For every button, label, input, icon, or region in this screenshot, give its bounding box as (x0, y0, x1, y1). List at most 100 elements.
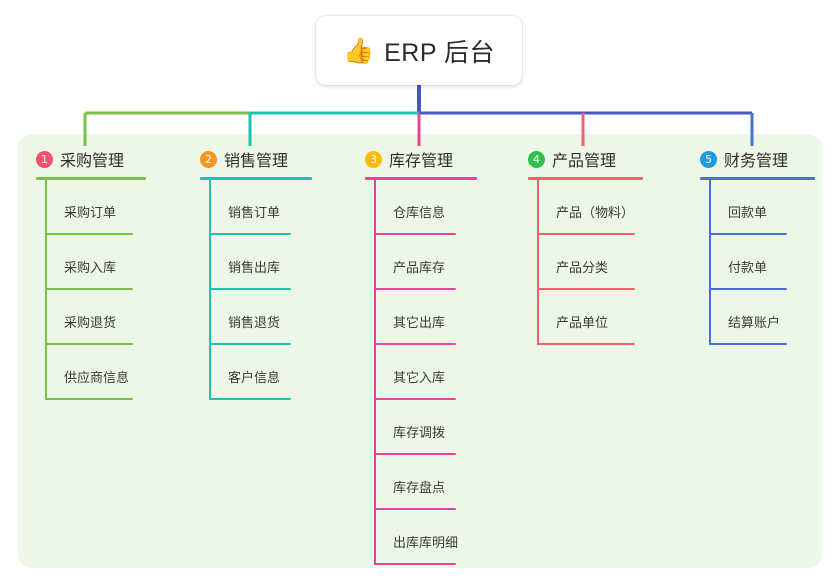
leaf-node-label: 采购退货 (64, 315, 117, 330)
leaf-node-label: 库存调拨 (393, 425, 446, 440)
leaf-underline (374, 398, 456, 400)
leaf-node-label: 产品分类 (556, 260, 609, 275)
branch-children: 采购订单采购入库采购退货供应商信息 (36, 180, 146, 400)
leaf-node-label: 客户信息 (228, 370, 281, 385)
leaf-node[interactable]: 库存盘点 (365, 455, 477, 510)
leaf-node-label: 回款单 (728, 205, 768, 220)
branch-children: 回款单付款单结算账户 (700, 180, 815, 345)
leaf-node-label: 产品单位 (556, 315, 609, 330)
leaf-node-label: 产品库存 (393, 260, 446, 275)
leaf-node-label: 其它出库 (393, 315, 446, 330)
root-node[interactable]: 👍 ERP 后台 (316, 16, 522, 85)
leaf-node-label: 销售出库 (228, 260, 281, 275)
leaf-node[interactable]: 其它入库 (365, 345, 477, 400)
leaf-node[interactable]: 销售订单 (200, 180, 312, 235)
leaf-node-label: 供应商信息 (64, 370, 130, 385)
branch-badge-4: 4 (528, 150, 545, 168)
branch-badge-3: 3 (365, 150, 382, 168)
leaf-node[interactable]: 付款单 (700, 235, 815, 290)
leaf-underline (45, 288, 133, 290)
leaf-node[interactable]: 回款单 (700, 180, 815, 235)
leaf-node[interactable]: 产品单位 (528, 290, 643, 345)
leaf-node[interactable]: 客户信息 (200, 345, 312, 400)
leaf-underline (209, 343, 291, 345)
branch-title: 采购管理 (60, 153, 125, 170)
branch-header-4[interactable]: 4 产品管理 (528, 146, 643, 172)
leaf-node-label: 结算账户 (728, 315, 781, 330)
branch-spine (537, 180, 539, 345)
branch-title: 财务管理 (724, 153, 789, 170)
leaf-underline (374, 343, 456, 345)
leaf-underline (209, 233, 291, 235)
root-node-label: ERP 后台 (384, 38, 496, 67)
branch-spine (209, 180, 211, 400)
leaf-underline (537, 233, 635, 235)
leaf-underline (709, 288, 787, 290)
leaf-node[interactable]: 出库库明细 (365, 510, 477, 565)
branch-column-3: 3 库存管理仓库信息产品库存其它出库其它入库库存调拨库存盘点出库库明细 (365, 146, 477, 565)
diagram-background-panel (18, 134, 822, 568)
leaf-node[interactable]: 产品分类 (528, 235, 643, 290)
leaf-node-label: 付款单 (728, 260, 768, 275)
branch-header-5[interactable]: 5 财务管理 (700, 146, 815, 172)
branch-underline (36, 177, 146, 180)
leaf-underline (209, 398, 291, 400)
branch-badge-2: 2 (200, 150, 217, 168)
leaf-node[interactable]: 采购退货 (36, 290, 146, 345)
branch-title: 库存管理 (389, 153, 454, 170)
branch-underline (200, 177, 312, 180)
leaf-node[interactable]: 采购订单 (36, 180, 146, 235)
branch-badge-5: 5 (700, 150, 717, 168)
leaf-node-label: 库存盘点 (393, 480, 446, 495)
leaf-node-label: 其它入库 (393, 370, 446, 385)
leaf-node[interactable]: 销售出库 (200, 235, 312, 290)
branch-children: 产品（物料） 产品分类产品单位 (528, 180, 643, 345)
leaf-underline (537, 288, 635, 290)
leaf-node-label: 仓库信息 (393, 205, 446, 220)
branch-column-1: 1 采购管理采购订单采购入库采购退货供应商信息 (36, 146, 146, 400)
branch-children: 销售订单销售出库销售退货客户信息 (200, 180, 312, 400)
branch-badge-1: 1 (36, 150, 53, 168)
leaf-underline (45, 398, 133, 400)
leaf-underline (209, 288, 291, 290)
leaf-node-label: 产品（物料） (556, 205, 635, 220)
branch-column-5: 5 财务管理回款单付款单结算账户 (700, 146, 815, 345)
leaf-underline (374, 288, 456, 290)
leaf-node-label: 出库库明细 (393, 535, 459, 550)
branch-column-4: 4 产品管理产品（物料） 产品分类产品单位 (528, 146, 643, 345)
leaf-node-label: 销售退货 (228, 315, 281, 330)
leaf-node[interactable]: 其它出库 (365, 290, 477, 345)
leaf-node[interactable]: 结算账户 (700, 290, 815, 345)
leaf-underline (45, 343, 133, 345)
leaf-node-label: 采购订单 (64, 205, 117, 220)
leaf-node[interactable]: 销售退货 (200, 290, 312, 345)
branch-spine (45, 180, 47, 400)
branch-underline (700, 177, 815, 180)
leaf-node[interactable]: 产品（物料） (528, 180, 643, 235)
branch-underline (365, 177, 477, 180)
branch-children: 仓库信息产品库存其它出库其它入库库存调拨库存盘点出库库明细 (365, 180, 477, 565)
leaf-underline (709, 233, 787, 235)
leaf-underline (374, 453, 456, 455)
leaf-node[interactable]: 产品库存 (365, 235, 477, 290)
branch-spine (709, 180, 711, 345)
leaf-underline (537, 343, 635, 345)
branch-spine (374, 180, 376, 565)
leaf-node[interactable]: 采购入库 (36, 235, 146, 290)
leaf-underline (374, 563, 456, 565)
leaf-underline (709, 343, 787, 345)
branch-underline (528, 177, 643, 180)
leaf-node[interactable]: 库存调拨 (365, 400, 477, 455)
leaf-underline (374, 508, 456, 510)
thumbs-up-emoji: 👍 (342, 36, 375, 65)
leaf-node-label: 采购入库 (64, 260, 117, 275)
leaf-node[interactable]: 仓库信息 (365, 180, 477, 235)
leaf-node[interactable]: 供应商信息 (36, 345, 146, 400)
branch-title: 产品管理 (552, 153, 617, 170)
leaf-underline (45, 233, 133, 235)
branch-header-1[interactable]: 1 采购管理 (36, 146, 146, 172)
branch-header-3[interactable]: 3 库存管理 (365, 146, 477, 172)
